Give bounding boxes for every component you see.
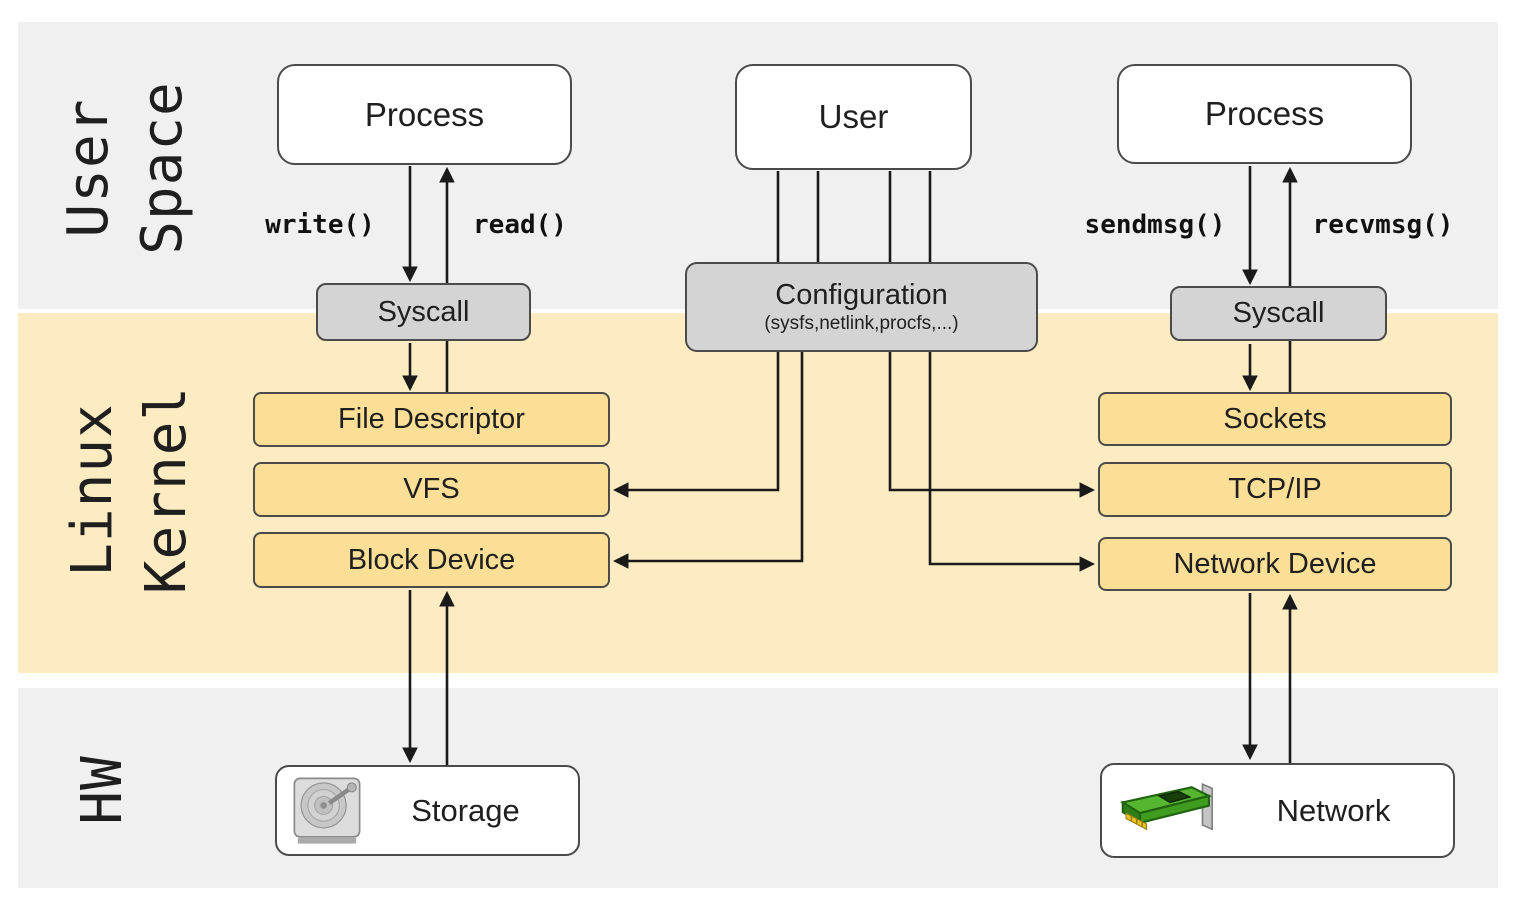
syscall-right-box: Syscall bbox=[1170, 286, 1387, 341]
storage-box: Storage bbox=[275, 765, 580, 856]
vfs-label: VFS bbox=[403, 473, 460, 505]
network-card-icon bbox=[1119, 782, 1213, 831]
storage-label: Storage bbox=[411, 792, 520, 828]
process-right-label: Process bbox=[1204, 95, 1325, 132]
process-left-label: Process bbox=[364, 95, 485, 133]
configuration-box: Configuration (sysfs,netlink,procfs,...) bbox=[685, 262, 1038, 352]
block-device-box: Block Device bbox=[253, 532, 610, 588]
user-box: User bbox=[735, 64, 972, 170]
tcpip-label: TCP/IP bbox=[1228, 473, 1322, 505]
hard-disk-icon bbox=[293, 777, 361, 844]
file-descriptor-box: File Descriptor bbox=[253, 392, 610, 447]
syscall-right-label: Syscall bbox=[1232, 297, 1325, 329]
arrow-configuration-to-vfs bbox=[612, 352, 780, 498]
network-label: Network bbox=[1276, 792, 1391, 828]
file-descriptor-label: File Descriptor bbox=[338, 403, 525, 435]
configuration-title: Configuration bbox=[775, 279, 948, 311]
arrow-configuration-to-tcpip bbox=[888, 352, 1096, 498]
arrow-configuration-to-block-device bbox=[612, 352, 804, 569]
sockets-label: Sockets bbox=[1223, 402, 1327, 435]
syscall-left-label: Syscall bbox=[377, 295, 470, 328]
read-call-label: read() bbox=[473, 210, 567, 240]
write-call-label: write() bbox=[265, 210, 375, 240]
user-label: User bbox=[818, 98, 889, 135]
configuration-subtitle: (sysfs,netlink,procfs,...) bbox=[764, 313, 959, 334]
arrow-configuration-to-network-device bbox=[928, 352, 1096, 572]
syscall-left-box: Syscall bbox=[316, 283, 531, 341]
network-device-label: Network Device bbox=[1173, 547, 1377, 580]
recvmsg-call-label: recvmsg() bbox=[1312, 210, 1454, 240]
sockets-box: Sockets bbox=[1098, 392, 1452, 446]
block-device-label: Block Device bbox=[347, 543, 516, 576]
network-box: Network bbox=[1100, 763, 1455, 858]
process-right-box: Process bbox=[1117, 64, 1412, 164]
tcpip-box: TCP/IP bbox=[1098, 462, 1452, 517]
network-device-box: Network Device bbox=[1098, 537, 1452, 591]
vfs-box: VFS bbox=[253, 462, 610, 517]
process-left-box: Process bbox=[277, 64, 572, 165]
sendmsg-call-label: sendmsg() bbox=[1084, 210, 1226, 240]
